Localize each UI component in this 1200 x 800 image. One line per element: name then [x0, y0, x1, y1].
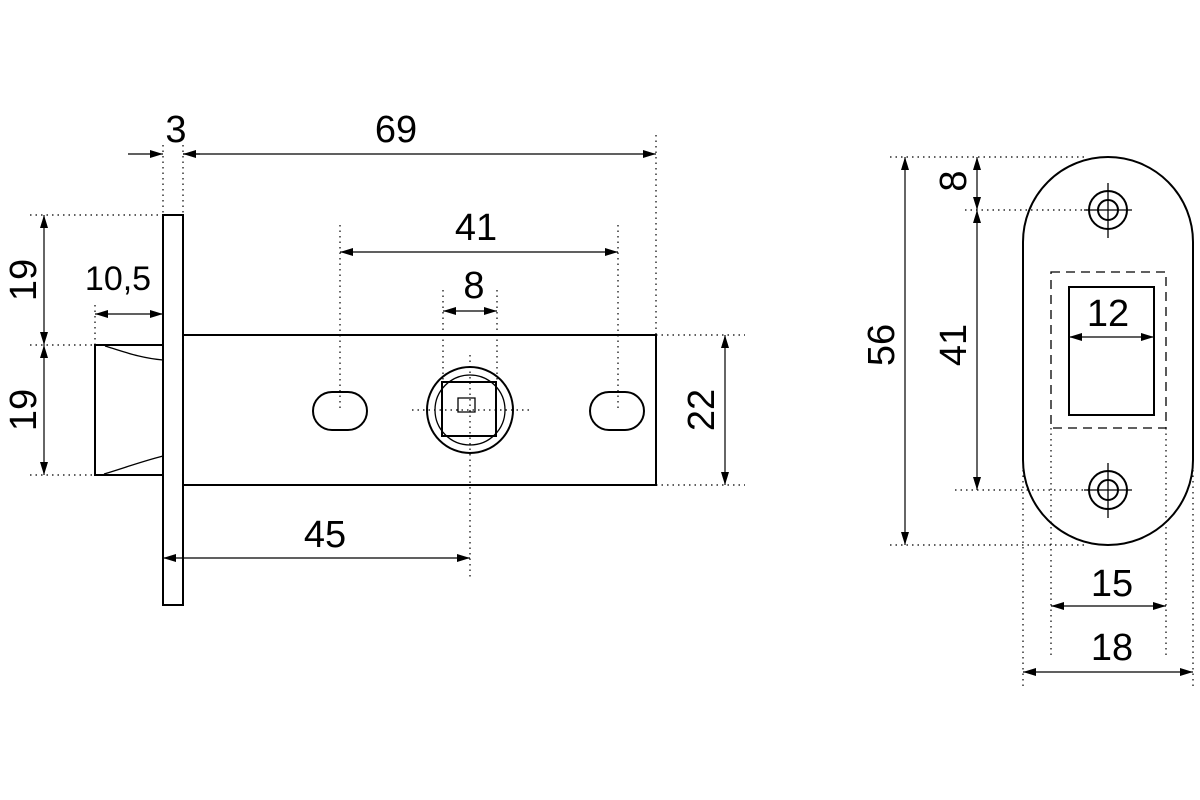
latch-side-view — [94, 214, 657, 606]
dim-strike-opening-width: 12 — [1087, 293, 1129, 335]
strike-extension-lines — [890, 156, 1194, 690]
strike-dimension-lines — [901, 157, 1193, 676]
latch-spindle-notch — [457, 397, 476, 413]
latch-dimension-lines — [40, 150, 729, 562]
dim-strike-hole-spacing: 41 — [933, 324, 975, 366]
dim-body-height: 22 — [681, 389, 723, 431]
strike-plate-outline — [1022, 156, 1194, 546]
dim-strike-overall-width: 18 — [1091, 627, 1133, 669]
latch-bolt-bevel-lower — [103, 455, 164, 475]
dim-faceplate-thickness: 3 — [165, 109, 186, 151]
screw-hole-bottom — [1084, 463, 1132, 518]
dim-spindle-position: 45 — [304, 514, 346, 556]
latch-slot-right — [589, 391, 645, 431]
latch-body — [182, 334, 657, 486]
dim-bolt-projection: 10,5 — [85, 260, 151, 298]
latch-spindle-square — [441, 381, 497, 437]
dim-backset: 69 — [375, 109, 417, 151]
latch-bolt — [94, 344, 163, 476]
strike-plate-front-view — [1022, 156, 1194, 546]
dim-strike-top-offset: 8 — [933, 170, 975, 191]
latch-bolt-bevel-upper — [104, 345, 164, 361]
dim-strike-overall-height: 56 — [861, 324, 903, 366]
strike-plate-opening — [1068, 286, 1155, 416]
latch-slot-left — [312, 391, 368, 431]
dim-strike-inner-width: 15 — [1091, 563, 1133, 605]
latch-dimension-labels: 3 69 41 8 19 19 10,5 22 45 — [3, 109, 723, 556]
dim-faceplate-lower: 19 — [3, 389, 45, 431]
latch-extension-lines — [30, 135, 745, 580]
latch-faceplate — [162, 214, 184, 606]
dim-hole-spacing: 41 — [455, 207, 497, 249]
dim-faceplate-upper: 19 — [3, 259, 45, 301]
screw-hole-top — [1084, 183, 1132, 238]
strike-dimension-labels: 56 8 41 12 15 18 — [861, 170, 1133, 669]
dim-spindle-square: 8 — [463, 265, 484, 307]
